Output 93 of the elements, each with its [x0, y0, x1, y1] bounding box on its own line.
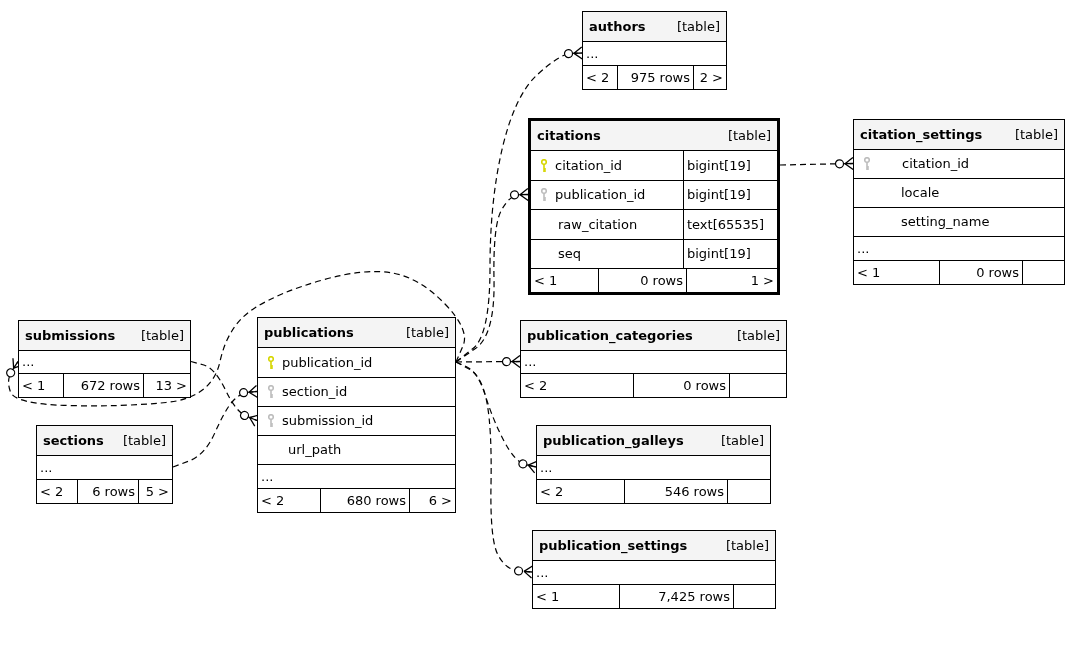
relationship-line: [779, 156, 854, 171]
table-box: [520, 320, 787, 398]
column-name: publication_id: [282, 353, 373, 372]
column-name: url_path: [288, 441, 342, 460]
footer-text: 6 rows: [92, 482, 135, 501]
table-type: [table]: [140, 326, 184, 345]
column-name: ...: [586, 44, 599, 63]
footer-text: 975 rows: [630, 68, 690, 87]
table-box: [582, 11, 727, 90]
column-name: ...: [524, 353, 537, 372]
footer-cell: [320, 489, 409, 512]
column-name: ...: [40, 458, 53, 477]
table-box: [528, 118, 780, 295]
column-name: citation_id: [555, 156, 623, 175]
footer-text: 672 rows: [80, 376, 140, 395]
column-name: citation_id: [902, 155, 970, 174]
footer-text: < 1: [857, 263, 881, 282]
column-name: locale: [901, 184, 940, 203]
table-box: [532, 530, 776, 609]
column-name: ...: [540, 458, 553, 477]
table-row: [531, 239, 777, 268]
table-name: sections: [43, 431, 104, 450]
footer-text: < 2: [261, 491, 285, 510]
footer-text: 1 >: [750, 271, 774, 290]
table-box: [536, 425, 771, 504]
table-name: authors: [589, 17, 646, 36]
footer-text: 13 >: [155, 376, 187, 395]
table-name: publication_settings: [539, 536, 688, 556]
footer-cell: [63, 374, 143, 397]
footer-text: 5 >: [145, 482, 169, 501]
footer-cell: [617, 66, 693, 89]
relationship-line: [172, 384, 259, 468]
relationship-line: [455, 187, 529, 363]
table-type: [table]: [405, 323, 449, 342]
footer-text: 0 rows: [976, 263, 1019, 282]
table-type: [table]: [676, 17, 720, 36]
footer-text: < 1: [534, 271, 558, 290]
footer-text: < 2: [586, 68, 610, 87]
relationship-line: [6, 270, 466, 407]
column-type: bigint[19]: [687, 156, 751, 175]
column-name: publication_id: [555, 186, 646, 205]
column-type: bigint[19]: [687, 186, 751, 205]
footer-text: < 2: [524, 376, 548, 395]
footer-text: 0 rows: [640, 271, 683, 290]
footer-text: < 1: [22, 376, 46, 395]
footer-text: 6 >: [428, 491, 452, 510]
footer-cell: [633, 374, 729, 397]
column-type: bigint[19]: [687, 245, 751, 264]
table-row: [531, 209, 777, 239]
column-name: ...: [536, 563, 549, 582]
relationship-line: [455, 361, 534, 579]
footer-text: < 1: [536, 587, 560, 606]
relationship-line: [455, 46, 583, 363]
column-type: text[65535]: [687, 215, 765, 234]
table-name: publication_galleys: [543, 431, 684, 451]
footer-text: 2 >: [699, 68, 723, 87]
column-name: seq: [558, 245, 582, 264]
column-name: section_id: [282, 383, 348, 402]
table-name: publication_categories: [527, 326, 693, 346]
column-name: ...: [22, 353, 35, 372]
table-type: [table]: [1014, 125, 1058, 144]
table-name: citation_settings: [860, 125, 983, 145]
table-type: [table]: [736, 326, 780, 345]
footer-text: < 2: [40, 482, 64, 501]
table-box: [18, 320, 191, 398]
footer-cell: [939, 261, 1022, 284]
table-type: [table]: [725, 536, 769, 555]
table-name: submissions: [25, 326, 116, 345]
footer-text: < 2: [540, 482, 564, 501]
footer-text: 680 rows: [346, 491, 406, 510]
footer-text: 546 rows: [664, 482, 724, 501]
column-name: raw_citation: [558, 215, 638, 234]
footer-cell: [619, 585, 733, 608]
footer-cell: [624, 480, 727, 503]
table-type: [table]: [727, 126, 771, 145]
table-box: [257, 317, 456, 513]
footer-text: 0 rows: [683, 376, 726, 395]
relationship-line: [455, 354, 521, 369]
table-name: publications: [264, 323, 354, 342]
table-row: [531, 180, 777, 209]
footer-text: 7,425 rows: [658, 587, 730, 606]
column-name: ...: [261, 467, 274, 486]
column-name: setting_name: [901, 213, 990, 232]
table-type: [table]: [122, 431, 166, 450]
table-row: [531, 150, 777, 180]
table-name: citations: [537, 126, 601, 145]
footer-cell: [598, 269, 686, 292]
table-box: [36, 425, 173, 504]
column-name: ...: [857, 239, 870, 258]
table-type: [table]: [720, 431, 764, 450]
column-name: submission_id: [282, 412, 374, 431]
footer-cell: [77, 480, 138, 503]
table-box: [853, 119, 1065, 285]
